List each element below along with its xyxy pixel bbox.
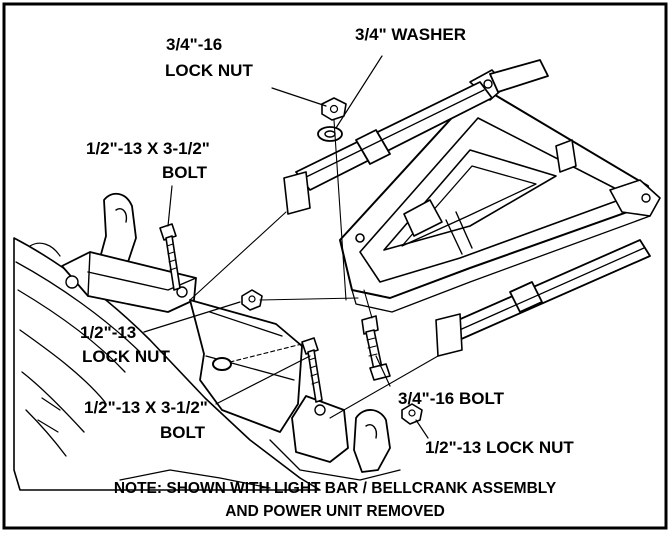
right-pivot-bracket (269, 395, 401, 481)
label-bolt-34: 3/4"-16 BOLT (398, 389, 505, 408)
label-lock-nut-half-right: 1/2"-13 LOCK NUT (425, 438, 574, 457)
washer-three-quarter (317, 126, 343, 142)
bolt-half-lower (301, 337, 323, 403)
lock-nut-half-right (401, 403, 423, 425)
label-bolt-half-lower-line2: BOLT (160, 423, 206, 442)
label-bolt-half-lower-line1: 1/2"-13 X 3-1/2" (84, 398, 208, 417)
label-bolt-half-upper-line1: 1/2"-13 X 3-1/2" (86, 139, 210, 158)
line-art (13, 55, 661, 491)
label-bolt-half-upper-line2: BOLT (162, 163, 208, 182)
lock-nut-half-left (241, 289, 263, 311)
label-lock-nut-34-line2: LOCK NUT (165, 61, 253, 80)
pivot-mount-plate (189, 299, 303, 433)
note-line1: NOTE: SHOWN WITH LIGHT BAR / BELLCRANK A… (114, 480, 557, 497)
label-lock-nut-half-left-line1: 1/2"-13 (80, 323, 136, 342)
left-pivot-bracket (61, 192, 197, 313)
note-line2: AND POWER UNIT REMOVED (225, 503, 445, 520)
cylinder-tags (283, 171, 463, 357)
figure-note: NOTE: SHOWN WITH LIGHT BAR / BELLCRANK A… (114, 480, 557, 520)
callouts: 3/4"-16 LOCK NUT 3/4" WASHER 1/2"-13 X 3… (80, 25, 574, 457)
lock-nut-three-quarter (321, 97, 347, 121)
label-washer-34: 3/4" WASHER (355, 25, 466, 44)
label-lock-nut-half-left-line2: LOCK NUT (82, 347, 170, 366)
label-lock-nut-34-line1: 3/4"-16 (166, 35, 222, 54)
leader-lines (143, 55, 429, 439)
plow-frame (13, 237, 321, 491)
assembly-guide-lines (189, 119, 439, 419)
lower-lift-cylinder (439, 239, 651, 345)
